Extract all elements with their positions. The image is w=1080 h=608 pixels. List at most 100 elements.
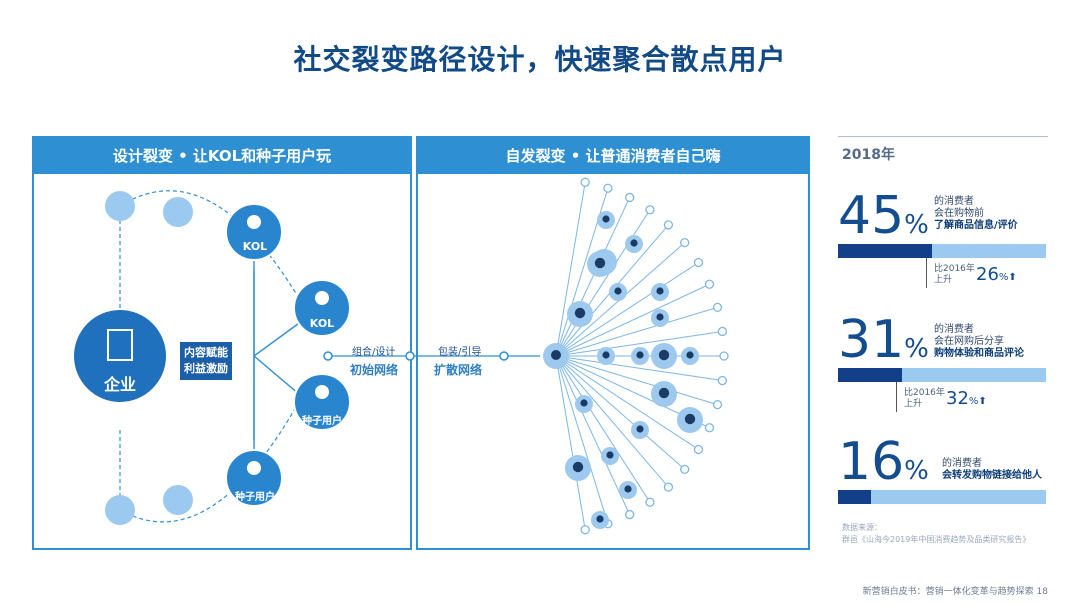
- person-icon: [315, 291, 329, 305]
- fan-end-node: [717, 326, 728, 337]
- stat-2-compare: 比2016年上升: [904, 388, 945, 409]
- fan-line: [555, 306, 718, 357]
- kol-node-2: [293, 279, 351, 337]
- arrow-up-icon: ⬆: [978, 396, 987, 407]
- seed-node-1: [293, 373, 351, 431]
- stats-year: 2018年: [842, 147, 895, 163]
- person-icon: [315, 385, 329, 399]
- user-group-icon: [636, 351, 644, 359]
- arrow-line: [253, 317, 307, 357]
- fan-end-node: [680, 237, 690, 248]
- stat-3-desc: 的消费者会转发购物链接给他人: [942, 458, 1042, 481]
- fan-end-node: [663, 220, 674, 230]
- fan-line: [555, 355, 609, 524]
- fan-end-node: [693, 444, 704, 455]
- flow-right-small: 包装/引导: [438, 347, 482, 358]
- incentive-line2: 利益激励: [184, 362, 228, 375]
- center-user-icon: [551, 350, 561, 360]
- arrow-up-icon: ⬆: [1008, 272, 1017, 283]
- user-group-icon: [594, 257, 606, 269]
- flow-right-big: 扩散网络: [434, 363, 483, 377]
- user-group-icon: [606, 451, 614, 459]
- data-source: 数据来源： 群邑《山海今2019年中国消费趋势及品类研究报告》: [842, 523, 1031, 544]
- fan-line: [555, 355, 718, 406]
- fan-end-node: [580, 525, 590, 535]
- fan-end-node: [704, 423, 715, 433]
- stats-divider: [838, 136, 1048, 137]
- stat-2-value: 31%: [838, 310, 929, 370]
- fan-line: [555, 330, 723, 357]
- user-group-icon: [624, 485, 632, 493]
- stat-2-compare-value: 32%⬆: [946, 388, 987, 409]
- user-group-icon: [656, 313, 664, 321]
- stat-3-bar-track: [838, 490, 1046, 504]
- dashed-arc-top: [119, 190, 301, 301]
- fan-line: [555, 197, 631, 357]
- kol-node-1: [225, 203, 283, 261]
- fan-line: [555, 355, 686, 470]
- stat-2-bracket: [896, 382, 897, 412]
- user-group-icon: [596, 515, 604, 523]
- page-footer: 新营销白皮书：营销一体化变革与趋势探索 18: [862, 587, 1048, 597]
- stat-2-bar-fill: [838, 368, 903, 382]
- fan-end-node: [624, 509, 635, 520]
- seed-label-1: 种子用户: [302, 416, 342, 427]
- user-group-icon: [614, 287, 622, 295]
- user-group-icon: [572, 461, 584, 473]
- flow-dot: [323, 351, 333, 361]
- person-icon: [247, 215, 261, 229]
- building-icon: [107, 329, 133, 361]
- user-group-icon: [580, 399, 588, 407]
- fan-end-node: [680, 464, 690, 475]
- fan-end-node: [712, 399, 723, 410]
- fan-end-node: [645, 205, 655, 215]
- right-panel: 自发裂变 • 让普通消费者自己嗨: [416, 136, 810, 550]
- flow-left-small: 组合/设计: [352, 347, 396, 358]
- fan-end-node: [717, 375, 728, 386]
- enterprise-circle: [74, 310, 166, 402]
- fan-end-node: [603, 183, 613, 193]
- flow-left-big: 初始网络: [350, 363, 399, 377]
- user-group-icon: [602, 215, 610, 223]
- user-group-icon: [602, 351, 610, 359]
- person-icon: [247, 461, 261, 475]
- incentive-box: 内容赋能 利益激励: [180, 342, 232, 380]
- stat-3-value: 16%: [838, 432, 929, 492]
- stat-3-bar-fill: [838, 490, 872, 504]
- user-group-icon: [684, 413, 696, 425]
- fan-line: [555, 355, 723, 382]
- seed-label-2: 种子用户: [235, 492, 275, 503]
- fan-end-node: [719, 351, 729, 361]
- user-group-icon: [658, 387, 670, 399]
- fan-line: [555, 283, 710, 357]
- fan-end-node: [704, 279, 715, 289]
- user-group-icon: [636, 425, 644, 433]
- fan-end-node: [712, 302, 723, 313]
- page-title: 社交裂变路径设计，快速聚合散点用户: [293, 43, 787, 76]
- flow-dot: [405, 351, 415, 361]
- fan-line: [555, 355, 651, 503]
- left-panel-header: 设计裂变 • 让KOL和种子用户玩: [34, 138, 410, 174]
- user-group-icon: [658, 349, 670, 361]
- fan-line: [555, 355, 586, 530]
- stat-1-desc: 的消费者会在购物前了解商品信息/评价: [934, 196, 1018, 231]
- fan-end-node: [645, 497, 655, 507]
- dashed-arc-bottom: [119, 399, 301, 523]
- fan-line: [555, 182, 586, 357]
- fan-end-node: [663, 482, 674, 492]
- kol-label-2: KOL: [309, 317, 335, 330]
- stat-1-value: 45%: [838, 186, 929, 246]
- light-circle: [163, 485, 193, 515]
- flow-dot: [499, 351, 509, 361]
- stat-1-compare: 比2016年上升: [934, 264, 975, 285]
- fan-end-node: [624, 192, 635, 203]
- fan-end-node: [580, 177, 590, 187]
- kol-label-1: KOL: [242, 240, 268, 253]
- light-circle: [163, 197, 193, 227]
- incentive-line1: 内容赋能: [184, 346, 228, 359]
- stat-1-bar-fill: [838, 244, 932, 258]
- user-group-icon: [686, 351, 694, 359]
- user-group-icon: [656, 287, 664, 295]
- right-panel-header: 自发裂变 • 让普通消费者自己嗨: [418, 138, 808, 174]
